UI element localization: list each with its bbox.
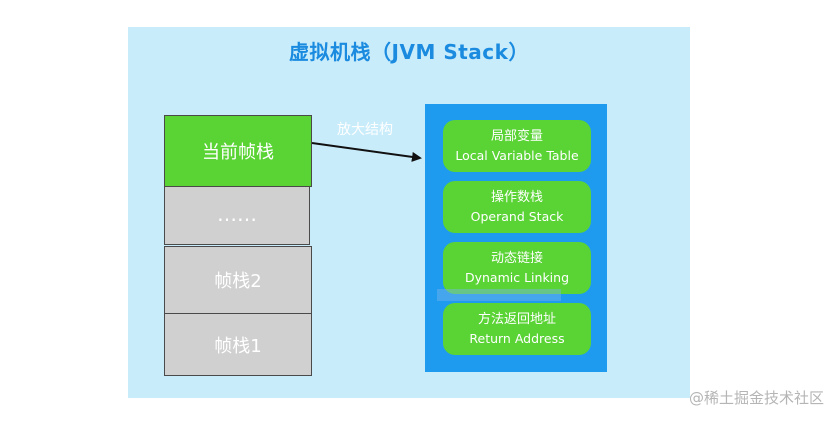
- frame-1: 帧栈1: [164, 313, 312, 376]
- frame-2: 帧栈2: [164, 246, 312, 314]
- watermark: @稀土掘金技术社区: [688, 389, 824, 407]
- component-en: Dynamic Linking: [464, 270, 570, 285]
- component-en: Operand Stack: [470, 209, 564, 224]
- faint-watermark: [437, 289, 561, 301]
- current-frame: 当前帧栈: [164, 115, 312, 187]
- frame-ellipsis: ……: [164, 186, 310, 245]
- component-en: Local Variable Table: [455, 148, 579, 163]
- frame-stack: 当前帧栈 …… 帧栈2 帧栈1: [164, 115, 312, 376]
- dynamic-linking-block: 动态链接 Dynamic Linking: [443, 242, 591, 294]
- operand-stack-block: 操作数栈 Operand Stack: [443, 181, 591, 233]
- component-zh: 局部变量: [490, 129, 543, 144]
- component-zh: 方法返回地址: [477, 312, 556, 327]
- return-address-block: 方法返回地址 Return Address: [443, 303, 591, 355]
- component-en: Return Address: [469, 331, 565, 346]
- arrow-label: 放大结构: [337, 122, 393, 138]
- component-zh: 动态链接: [490, 251, 543, 266]
- diagram-title: 虚拟机栈（JVM Stack）: [289, 40, 529, 64]
- component-zh: 操作数栈: [490, 190, 543, 205]
- local-variable-table-block: 局部变量 Local Variable Table: [443, 120, 591, 172]
